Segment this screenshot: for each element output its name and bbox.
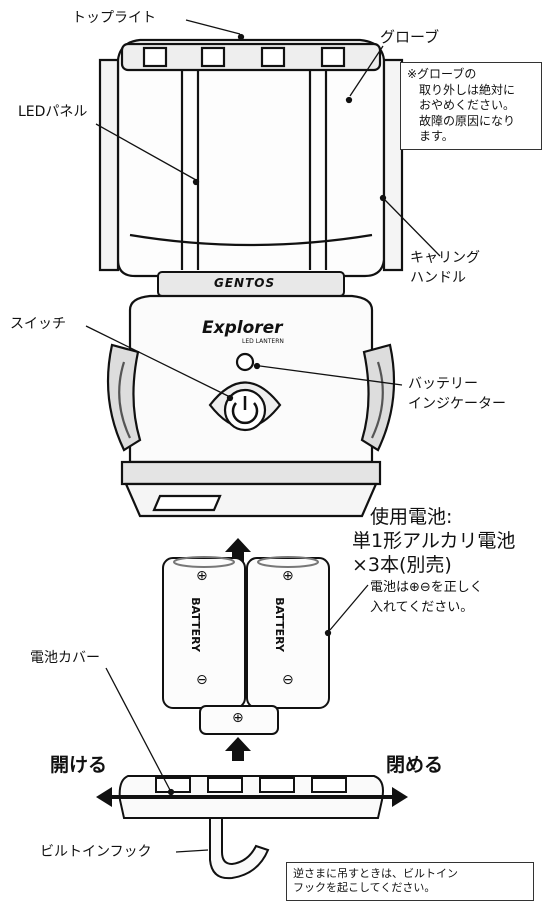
hook-note: 逆さまに吊すときは、ビルトイン フックを起こしてください。: [286, 862, 534, 901]
battery-text-2: BATTERY: [272, 597, 286, 652]
battery-minus-1: ⊖: [196, 672, 208, 688]
battery-info-line1: 使用電池:: [370, 506, 453, 528]
lantern-body: [106, 294, 396, 518]
hook-note-line2: フックを起こしてください。: [293, 881, 436, 895]
label-open: 開ける: [50, 754, 108, 776]
battery-plus-1: ⊕: [196, 568, 208, 584]
hook-note-line1: 逆さまに吊すときは、ビルトイン: [293, 867, 458, 880]
battery-info-line3: ×3本(別売): [352, 554, 452, 576]
globe-note-line2: 取り外しは絶対に: [419, 82, 516, 97]
hook-shape: [209, 817, 270, 880]
battery-info-line2: 単1形アルカリ電池: [352, 530, 516, 552]
label-battery-cover: 電池カバー: [30, 650, 100, 666]
label-globe: グローブ: [380, 28, 440, 46]
globe-caution-note: ※グローブの 取り外しは絶対に おやめください。 故障の原因になり ます。: [400, 62, 542, 150]
up-arrow-1: [225, 538, 251, 562]
label-close: 閉める: [386, 754, 444, 776]
globe-note-line1: ※グローブの: [407, 67, 477, 81]
label-led-panel: LEDパネル: [18, 104, 88, 120]
label-switch: スイッチ: [10, 316, 66, 332]
batteries: [162, 556, 330, 735]
label-indicator-1: バッテリー: [408, 376, 478, 392]
globe-note-line5: ます。: [419, 129, 454, 144]
model-subtext: LED LANTERN: [242, 338, 284, 345]
globe-note-line4: 故障の原因になり: [419, 113, 516, 128]
open-close-arrow: [96, 787, 408, 807]
up-arrow-2: [225, 737, 251, 761]
battery-plus-2: ⊕: [282, 568, 294, 584]
battery-text-1: BATTERY: [188, 597, 202, 652]
label-carrying-1: キャリング: [410, 250, 480, 266]
battery-info-line4: 電池は⊕⊖を正しく: [370, 580, 483, 595]
label-carrying-2: ハンドル: [410, 270, 466, 286]
globe-note-line3: おやめください。: [419, 98, 516, 113]
battery-plus-3: ⊕: [232, 710, 244, 726]
leader-lines: [85, 19, 441, 853]
globe-shape: [98, 38, 404, 278]
label-top-light: トップライト: [72, 10, 156, 26]
label-indicator-2: インジケーター: [408, 396, 506, 412]
brand-text: GENTOS: [214, 276, 276, 290]
battery-info-line5: 入れてください。: [370, 600, 474, 615]
label-hook: ビルトインフック: [40, 844, 152, 860]
model-text: Explorer: [202, 318, 283, 338]
battery-minus-2: ⊖: [282, 672, 294, 688]
